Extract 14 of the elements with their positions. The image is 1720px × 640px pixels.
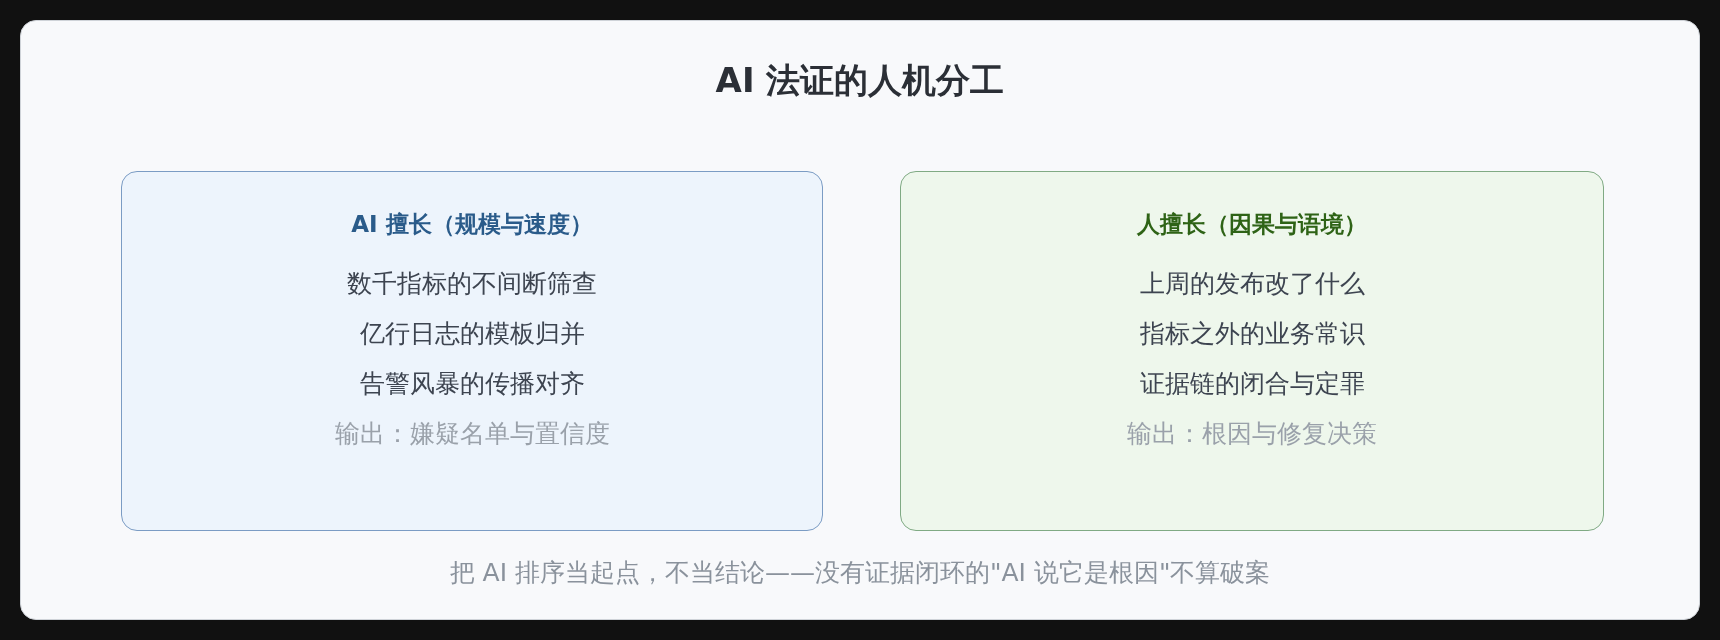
output-note: 输出：根因与修复决策 bbox=[1127, 418, 1377, 450]
list-item: 亿行日志的模板归并 bbox=[359, 318, 585, 350]
panel-heading: AI 擅长（规模与速度） bbox=[351, 210, 593, 239]
list-item: 数千指标的不间断筛查 bbox=[347, 268, 597, 300]
diagram-title: AI 法证的人机分工 bbox=[715, 59, 1005, 101]
output-note: 输出：嫌疑名单与置信度 bbox=[334, 418, 610, 450]
list-item: 指标之外的业务常识 bbox=[1139, 318, 1365, 350]
panel-heading: 人擅长（因果与语境） bbox=[1137, 210, 1367, 239]
list-item: 证据链的闭合与定罪 bbox=[1139, 368, 1365, 400]
category-panel bbox=[121, 171, 823, 531]
list-item: 上周的发布改了什么 bbox=[1139, 268, 1365, 300]
list-item: 告警风暴的传播对齐 bbox=[359, 368, 585, 400]
footer-note: 把 AI 排序当起点，不当结论——没有证据闭环的"AI 说它是根因"不算破案 bbox=[449, 557, 1271, 589]
category-panel bbox=[900, 171, 1604, 531]
